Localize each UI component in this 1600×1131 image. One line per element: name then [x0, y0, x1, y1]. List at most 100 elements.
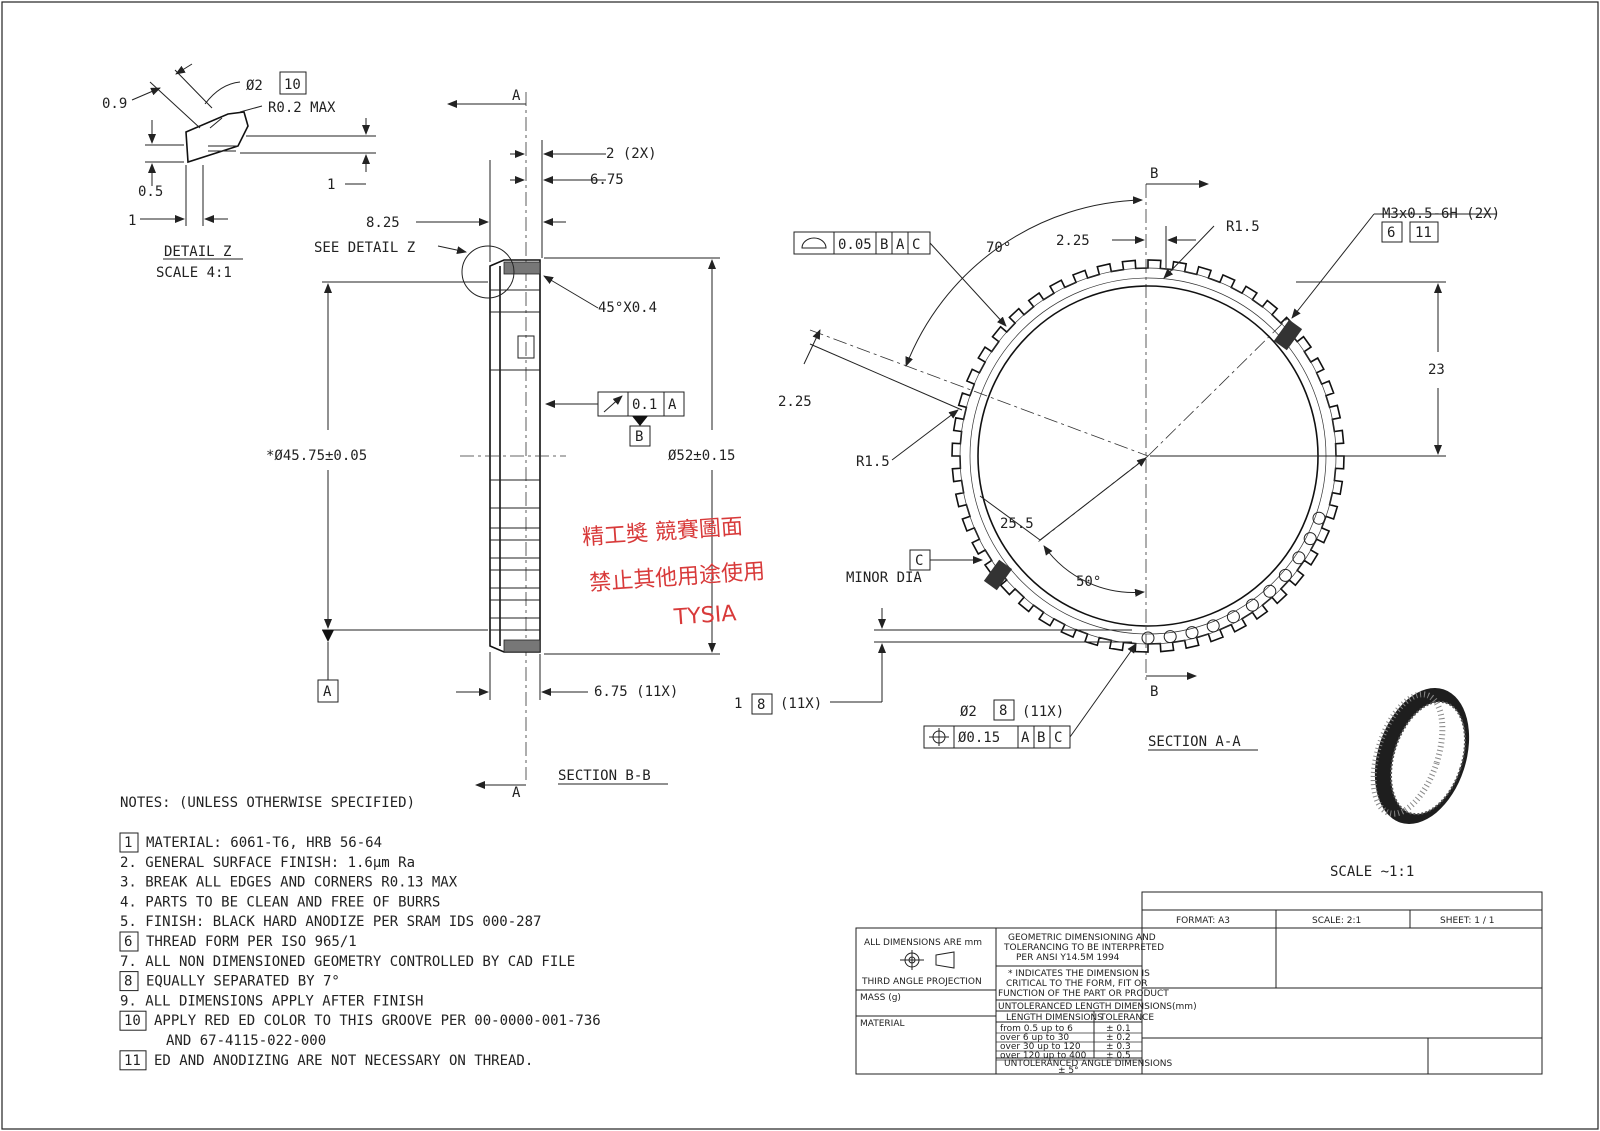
- fcf-profile-value: 0.05: [838, 237, 872, 253]
- tb-mass: MASS (g): [860, 993, 901, 1003]
- fcf-position-datum-2: B: [1037, 730, 1045, 746]
- groove-hole: [1312, 511, 1326, 525]
- groove-hole: [1303, 532, 1317, 546]
- dim-2-25-left: 2.25: [778, 394, 812, 410]
- iso-scale: SCALE ~1:1: [1330, 864, 1414, 880]
- tb-row-range: over 6 up to 30: [1000, 1033, 1069, 1043]
- hole-11x: (11X): [1022, 704, 1064, 720]
- note-tag-10: 10: [284, 77, 301, 93]
- dim-dia2: Ø2: [246, 78, 263, 94]
- dim-0-5: 0.5: [138, 184, 163, 200]
- svg-text:精工獎 競賽圖面: 精工獎 競賽圖面: [581, 515, 743, 551]
- notes-header: NOTES: (UNLESS OTHERWISE SPECIFIED): [120, 795, 415, 811]
- tb-gdt-3: PER ANSI Y14.5M 1994: [1016, 953, 1120, 963]
- note-tag-box: [119, 1010, 147, 1031]
- dim-1-bottom: 1: [128, 213, 136, 229]
- cut-a-top: A: [512, 88, 521, 104]
- tb-gdt-2: TOLERANCING TO BE INTERPRETED: [1003, 943, 1164, 953]
- tb-untoleranced-angle: UNTOLERANCED ANGLE DIMENSIONS: [1004, 1059, 1173, 1069]
- minor-dia-label: MINOR DIA: [846, 570, 922, 586]
- tb-projection: THIRD ANGLE PROJECTION: [861, 977, 982, 987]
- groove-hole: [1163, 630, 1177, 644]
- tb-gdt-1: GEOMETRIC DIMENSIONING AND: [1008, 933, 1156, 943]
- watermark: 精工獎 競賽圖面 禁止其他用途使用 TYSIA: [581, 515, 766, 631]
- note-tag: 6: [124, 934, 132, 950]
- note-line: EQUALLY SEPARATED BY 7°: [146, 974, 340, 990]
- dim-dia-45-75: *Ø45.75±0.05: [266, 448, 367, 464]
- dim-2-25-top: 2.25: [1056, 233, 1090, 249]
- dim-1-right: 1: [327, 177, 335, 193]
- fcf-position-datum-3: C: [1054, 730, 1062, 746]
- dim-23: 23: [1428, 362, 1445, 378]
- dim-6-75: 6.75: [590, 172, 624, 188]
- dim-70-deg: 70°: [986, 240, 1011, 256]
- note-line: THREAD FORM PER ISO 965/1: [146, 934, 357, 950]
- datum-c-label: C: [915, 553, 923, 569]
- tb-crit-3: FUNCTION OF THE PART OR PRODUCT: [998, 989, 1169, 999]
- threaded-hole-bottom-left: [983, 559, 1013, 591]
- tb-tolerance-rows: from 0.5 up to 6 ± 0.1 over 6 up to 30 ± 0.…: [996, 1024, 1142, 1061]
- svg-text:禁止其他用途使用: 禁止其他用途使用: [589, 559, 766, 596]
- fcf-runout-value: 0.1: [632, 397, 657, 413]
- fcf-position-datum-1: A: [1021, 730, 1030, 746]
- note-line: MATERIAL: 6061-T6, HRB 56-64: [146, 835, 382, 851]
- detail-z-title: DETAIL Z: [164, 244, 231, 260]
- section-a-a: B B 0.05 B A C 70° 2.25: [734, 166, 1500, 751]
- tb-row-tol: ± 0.1: [1106, 1024, 1131, 1034]
- fcf-position-value: Ø0.15: [958, 730, 1000, 746]
- note-tag-box: [119, 1050, 147, 1071]
- groove-hole: [1263, 584, 1277, 598]
- tb-row-range: from 0.5 up to 6: [1000, 1024, 1073, 1034]
- tb-scale: SCALE: 2:1: [1312, 916, 1361, 926]
- note-tag-box: [119, 931, 139, 952]
- groove-hole: [1226, 610, 1240, 624]
- ring-outer-teeth: [951, 259, 1345, 653]
- note-tag: 11: [124, 1053, 141, 1069]
- tb-row-tol: ± 0.3: [1106, 1042, 1131, 1052]
- note-line: 7. ALL NON DIMENSIONED GEOMETRY CONTROLL…: [120, 954, 575, 970]
- section-b-b-title: SECTION B-B: [558, 768, 651, 784]
- section-b-b: A A: [266, 88, 735, 801]
- dim-0-9: 0.9: [102, 96, 127, 112]
- hole-dia: Ø2: [960, 704, 977, 720]
- tb-crit-2: CRITICAL TO THE FORM, FIT OR: [1006, 979, 1147, 989]
- thread-note-6: 6: [1387, 225, 1395, 241]
- groove-hole: [1206, 619, 1220, 633]
- tb-row-range: over 120 up to 400: [1000, 1051, 1087, 1061]
- fcf-profile-datum-3: C: [912, 237, 920, 253]
- tb-material: MATERIAL: [860, 1019, 905, 1029]
- groove-hole: [1278, 568, 1292, 582]
- spline-grooves: [490, 527, 540, 631]
- hole-note-8: 8: [999, 703, 1007, 719]
- ring-groove-holes: [1141, 511, 1326, 645]
- note-line: 9. ALL DIMENSIONS APPLY AFTER FINISH: [120, 993, 423, 1009]
- groove-hole: [1185, 626, 1199, 640]
- note-line: 3. BREAK ALL EDGES AND CORNERS R0.13 MAX: [120, 875, 458, 891]
- note-tag: 10: [124, 1013, 141, 1029]
- dim-2-2x: 2 (2X): [606, 146, 657, 162]
- svg-text:TYSIA: TYSIA: [672, 601, 737, 630]
- detail-z: 0.9 Ø2 10 R0.2 MAX 0.5 1 1 DETAIL Z SCAL…: [102, 63, 376, 281]
- note-tag-box: [119, 832, 139, 853]
- thread-callout: M3x0.5-6H (2X): [1382, 206, 1500, 222]
- note-line: APPLY RED ED COLOR TO THIS GROOVE PER 00…: [154, 1013, 601, 1029]
- tb-row-range: over 30 up to 120: [1000, 1042, 1081, 1052]
- dim-r1-5-top: R1.5: [1226, 219, 1260, 235]
- groove-hole: [1141, 631, 1155, 645]
- dim-r1-5-left: R1.5: [856, 454, 890, 470]
- dim-1-11x: 1: [734, 696, 742, 712]
- dim-chamfer: 45°X0.4: [598, 300, 657, 316]
- cut-b-top: B: [1150, 166, 1158, 182]
- isometric-view: SCALE ~1:1: [1330, 688, 1470, 880]
- tb-angle-tol: ± 5°: [1058, 1066, 1079, 1076]
- note-tag-box: [119, 971, 139, 992]
- note-line: AND 67-4115-022-000: [166, 1033, 326, 1049]
- dim-8-25: 8.25: [366, 215, 400, 231]
- threaded-hole-top-right: [1273, 319, 1303, 351]
- note-line: 5. FINISH: BLACK HARD ANODIZE PER SRAM I…: [120, 914, 541, 930]
- note-tag: 8: [124, 974, 132, 990]
- tb-sheet: SHEET: 1 / 1: [1440, 916, 1494, 926]
